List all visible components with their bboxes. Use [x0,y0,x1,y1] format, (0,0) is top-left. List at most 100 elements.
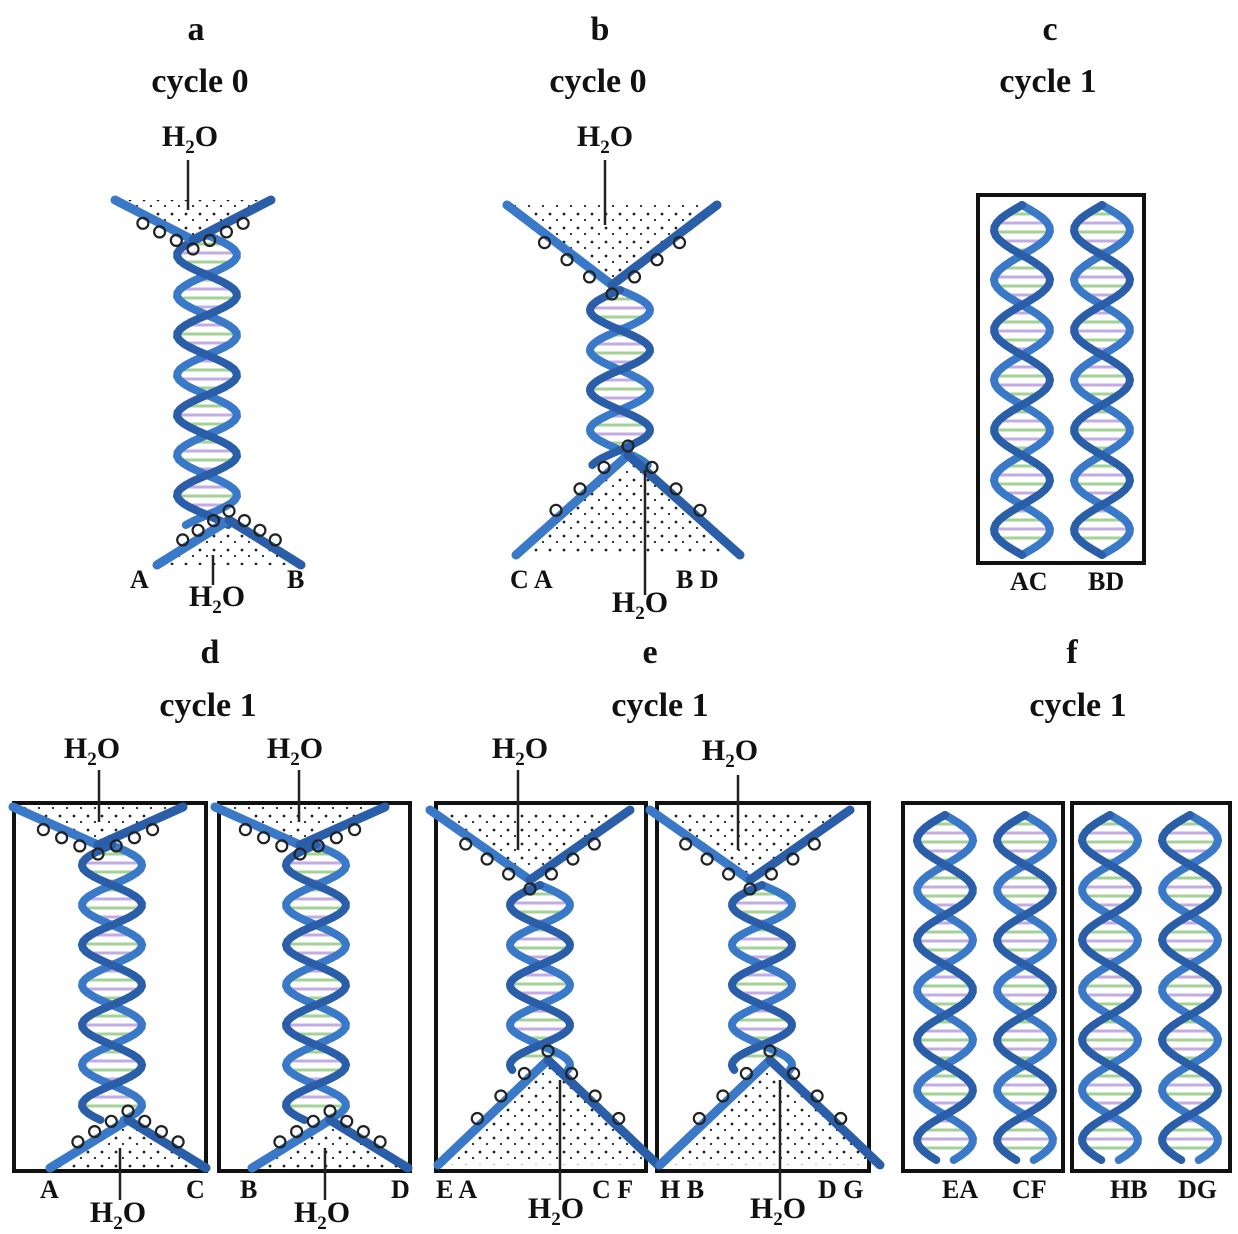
water-o: O [735,734,758,767]
water-o: O [610,120,633,153]
label-c-left: AC [1010,567,1048,596]
fork-b-bottom [511,439,745,560]
fork-strand-right [623,450,745,560]
fork-strand-left [152,515,234,570]
water-subscript: 2 [725,751,735,772]
label-d-1: A [40,1175,59,1204]
fork-strand-left [655,1055,775,1170]
fork-e1-top [425,805,635,896]
panel-cycle-f: cycle 1 [1029,687,1126,724]
fork-d2-bottom [247,1104,413,1173]
water-subscript: 2 [635,603,645,624]
nucleotide-ring [238,822,252,837]
nucleotide-ring [127,831,141,845]
frame-e2 [655,801,871,1173]
water-b-top: H2O [577,120,633,158]
nucleotide-ring [764,867,779,881]
fork-strand-left [433,1055,553,1170]
end-labels-c: AC BD [1010,567,1124,596]
fork-strand-left [645,805,755,885]
strand-2 [1077,811,1142,1164]
nucleotide-ring [136,216,150,230]
strand-2 [505,881,575,1074]
water-e1-top: H2O [492,732,548,770]
nucleotide-ring [560,253,574,267]
fork-fill [650,810,850,880]
end-labels-b: C A B D [510,565,719,594]
water-o: O [645,586,668,619]
nucleotide-ring [834,1111,848,1126]
frame-f1 [901,801,1065,1173]
title-e: e cycle 1 [611,634,708,724]
water-subscript: 2 [773,1209,783,1230]
label-f-4: DG [1178,1175,1217,1204]
strand-2 [990,201,1055,559]
helix-b [585,286,655,469]
nucleotide-ring [807,837,821,851]
nucleotide-ring [109,839,123,853]
nucleotide-ring [480,852,494,866]
nucleotide-ring [573,482,587,496]
strand-2 [1157,811,1222,1164]
nucleotide-ring [544,867,559,881]
water-subscript: 2 [551,1209,561,1230]
strand-2 [727,881,797,1074]
nucleotide-ring [268,533,282,547]
fork-a-top [110,195,276,256]
nucleotide-ring [207,513,221,528]
helix-c-2 [1069,201,1135,559]
nucleotide-ring [517,1066,532,1081]
fork-fill [215,807,385,845]
nucleotide-ring [153,225,167,239]
nucleotide-ring [87,1124,102,1139]
panel-cycle-c: cycle 1 [999,63,1096,100]
fork-strand-right [745,805,855,885]
nucleotide-ring [222,504,236,518]
fork-strand-right [224,515,306,570]
nucleotide-ring [650,253,664,267]
nucleotide-ring [154,1124,168,1139]
nucleotide-ring [605,287,619,301]
nucleotide-ring [721,867,736,881]
label-b-left: C A [510,565,553,594]
water-subscript: 2 [317,1213,327,1234]
fork-e1-bottom [433,1044,663,1170]
water-d2-bottom: H2O [294,1196,350,1234]
nucleotide-ring [373,1135,387,1149]
nucleotide-ring [786,1066,801,1081]
nucleotide-ring [523,882,537,896]
nucleotide-ring [54,831,69,845]
fork-fill [516,455,740,555]
label-f-1: EA [942,1175,978,1204]
nucleotide-ring [597,460,611,474]
strand-1 [505,881,575,1074]
water-d1-top: H2O [64,732,120,770]
nucleotide-ring [169,233,183,247]
fork-strand-right [188,195,276,245]
water-a-top: H2O [162,120,218,158]
nucleotide-ring [541,1044,555,1058]
nucleotide-ring [203,233,217,247]
nucleotide-ring [588,1089,602,1103]
fork-fill [13,807,183,845]
fork-strand-left [110,195,198,245]
label-a-right: B [287,565,304,594]
nucleotide-ring [566,852,580,866]
nucleotide-ring [176,533,190,547]
strand-1 [727,881,797,1074]
nucleotide-ring [186,242,200,256]
fork-fill [115,200,271,240]
strand-2 [1070,201,1135,559]
fork-e2-bottom [655,1044,885,1170]
water-a-bottom: H2O [189,580,245,618]
fork-b-top [502,200,722,301]
helix-d1 [77,841,147,1124]
strand-2 [585,286,655,469]
label-c-right: BD [1088,567,1124,596]
helix-e1 [505,881,575,1074]
strand-1 [989,201,1054,559]
fork-strand-right [543,1055,663,1170]
label-d-2: C [186,1175,205,1204]
nucleotide-ring [348,822,362,837]
nucleotide-ring [582,270,597,284]
